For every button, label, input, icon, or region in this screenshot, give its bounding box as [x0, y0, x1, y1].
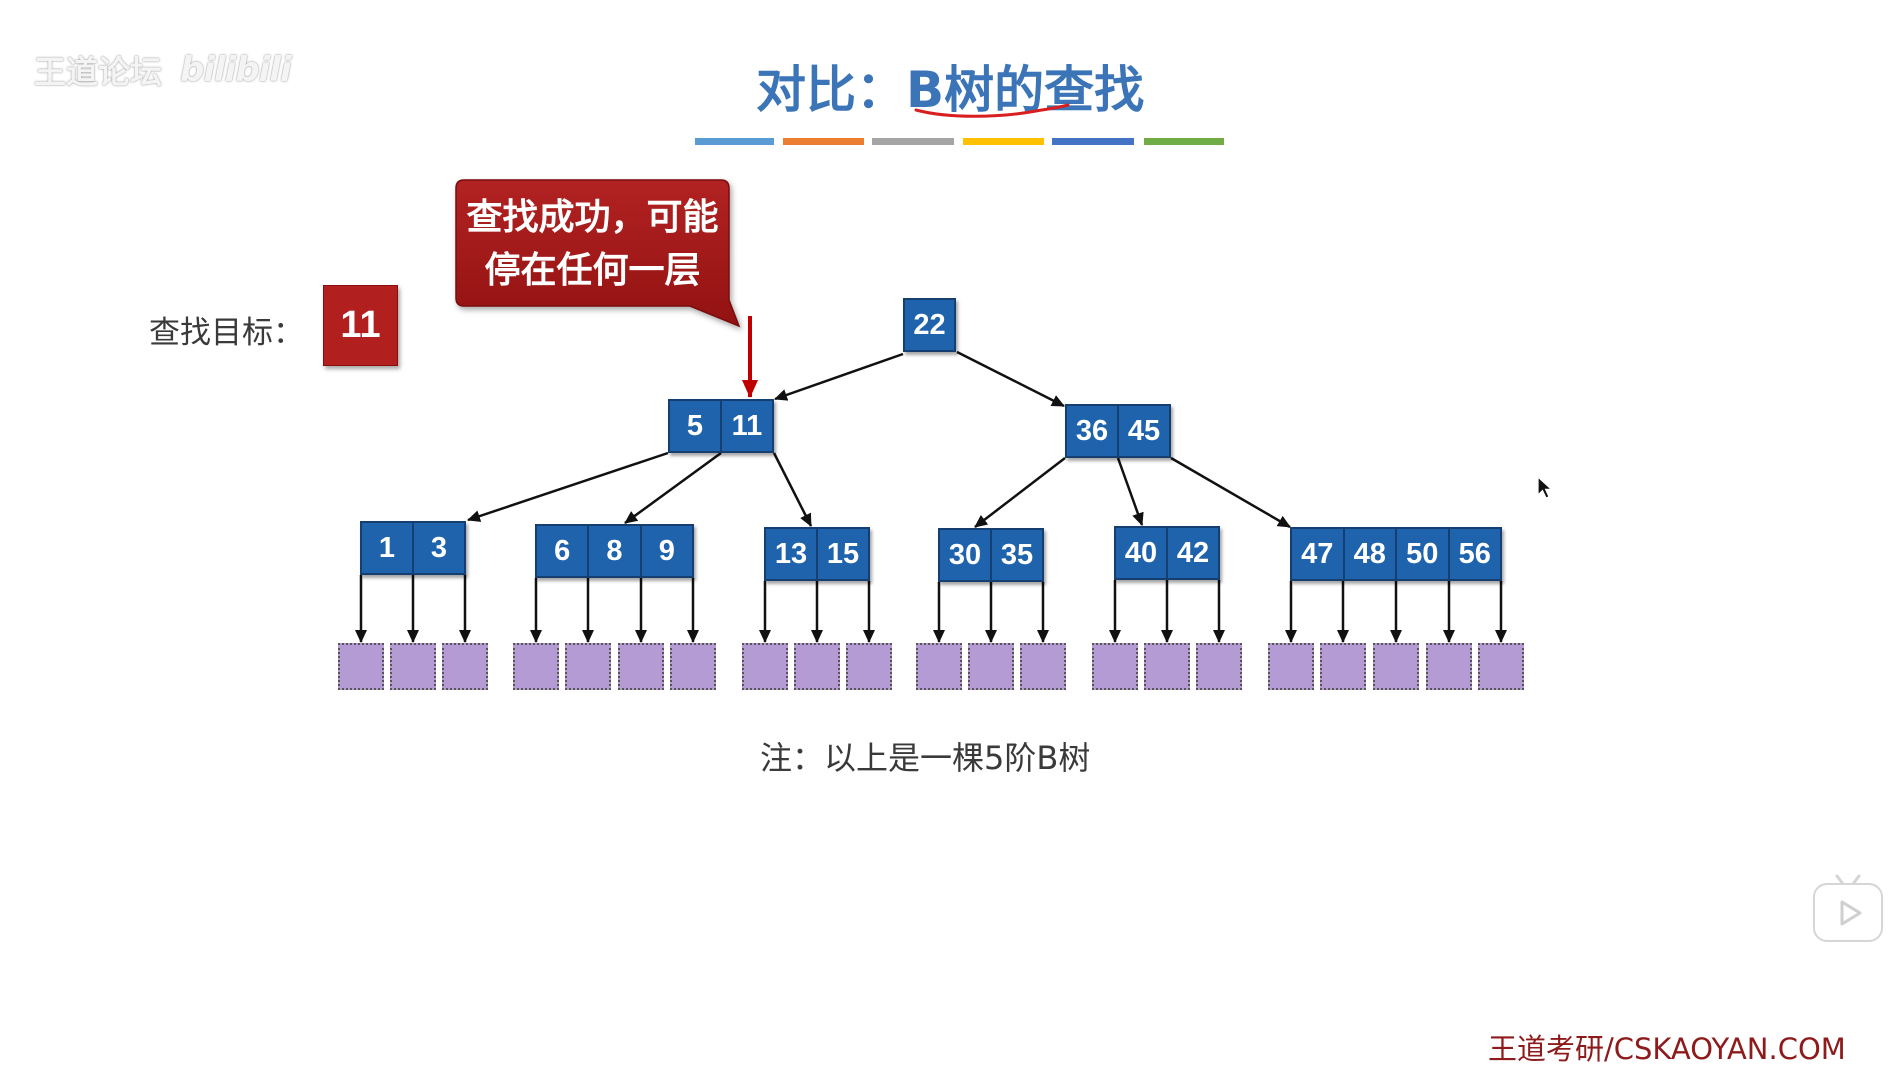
- node-key: 47: [1301, 537, 1334, 570]
- search-target-value: 11: [323, 285, 398, 366]
- leaf-node: [1478, 643, 1524, 690]
- bilibili-logo: bilibili: [180, 50, 292, 90]
- callout-bubble: [455, 179, 741, 328]
- callout-line-1: 查找成功，可能: [466, 197, 719, 238]
- node-key: 50: [1395, 529, 1448, 579]
- leaf-node: [916, 643, 962, 690]
- title-prefix: 对比：: [756, 61, 906, 119]
- leaf-node: [846, 643, 892, 690]
- leaf-node: [338, 643, 384, 690]
- callout-text: 查找成功，可能 停在任何一层: [456, 191, 729, 297]
- btree-node-36-45: 36 45: [1065, 404, 1171, 458]
- node-key: 45: [1117, 406, 1169, 456]
- color-bar-segment: [783, 138, 864, 145]
- node-key: 1: [378, 531, 396, 564]
- btree-node-6-8-9: 6 8 9: [535, 524, 694, 578]
- node-key: 13: [774, 537, 808, 570]
- edge-left-to-child-0: [467, 451, 669, 522]
- node-key: 56: [1447, 529, 1501, 579]
- leaf-node: [442, 643, 488, 690]
- leaf-node: [1196, 643, 1242, 690]
- leaf-node: [1092, 643, 1138, 690]
- node-key: 22: [913, 308, 946, 341]
- leaf-node: [794, 643, 840, 690]
- footer-brand: 王道考研/CSKAOYAN.COM: [1488, 1032, 1846, 1066]
- leaf-node: [1020, 643, 1066, 690]
- callout-line-2: 停在任何一层: [484, 250, 701, 291]
- node-key: 6: [554, 534, 571, 567]
- color-bar-segment: [695, 138, 774, 145]
- btree-node-5-11: 5 11: [668, 399, 774, 453]
- color-bar-segment: [1052, 138, 1134, 145]
- node-key: 5: [686, 409, 704, 442]
- edge-left-to-child-2: [772, 452, 813, 527]
- title-main: B树的查找: [906, 61, 1145, 119]
- leaf-node: [968, 643, 1014, 690]
- node-key: 30: [948, 538, 982, 571]
- watermark: 王道论坛 bilibili: [34, 48, 292, 92]
- tree-edges: [467, 350, 1291, 529]
- color-bar-segment: [872, 138, 954, 145]
- btree-node-1-3: 1 3: [360, 521, 466, 575]
- leaf-node: [742, 643, 788, 690]
- watermark-text: 王道论坛: [34, 53, 163, 91]
- slide-note: 注：以上是一棵5阶B树: [760, 739, 1091, 777]
- btree-node-13-15: 13 15: [764, 527, 870, 581]
- leaf-node: [1320, 643, 1366, 690]
- leaf-node: [390, 643, 436, 690]
- edge-right-to-child-0: [974, 457, 1066, 528]
- leaf-node: [1144, 643, 1190, 690]
- leaf-node: [618, 643, 664, 690]
- btree-node-40-42: 40 42: [1114, 526, 1220, 580]
- pointer-arrows: [355, 575, 1507, 643]
- node-key: 15: [816, 529, 868, 579]
- node-key: 35: [990, 530, 1042, 580]
- node-key: 36: [1075, 414, 1109, 447]
- edge-right-to-child-2: [1170, 456, 1291, 529]
- node-key: 8: [587, 526, 639, 576]
- search-target-label: 查找目标：: [149, 315, 304, 351]
- title-underline-annotation: [914, 103, 1070, 118]
- color-bar-segment: [1144, 138, 1224, 145]
- node-key: 9: [639, 526, 692, 576]
- edge-right-to-child-1: [1116, 457, 1144, 526]
- leaf-node: [1268, 643, 1314, 690]
- edge-root-to-right: [956, 350, 1065, 408]
- btree-node-30-35: 30 35: [938, 528, 1044, 582]
- leaf-node: [1426, 643, 1472, 690]
- leaf-node: [670, 643, 716, 690]
- node-key: 40: [1124, 536, 1158, 569]
- leaf-node: [1373, 643, 1419, 690]
- slide-title: 对比：B树的查找: [756, 50, 1144, 119]
- color-bar-segment: [963, 138, 1044, 145]
- btree-node-47-48-50-56: 47 48 50 56: [1290, 527, 1502, 581]
- edge-left-to-child-1: [624, 451, 722, 525]
- node-key: 48: [1342, 529, 1396, 579]
- mouse-cursor-icon: [1537, 476, 1554, 499]
- node-key: 3: [412, 523, 464, 573]
- edge-root-to-left: [774, 352, 904, 401]
- leaf-node: [565, 643, 611, 690]
- node-key: 11: [720, 401, 772, 451]
- leaf-node: [513, 643, 559, 690]
- node-key: 42: [1166, 528, 1218, 578]
- play-button-icon[interactable]: [1810, 872, 1886, 944]
- btree-node-root: 22: [903, 298, 956, 352]
